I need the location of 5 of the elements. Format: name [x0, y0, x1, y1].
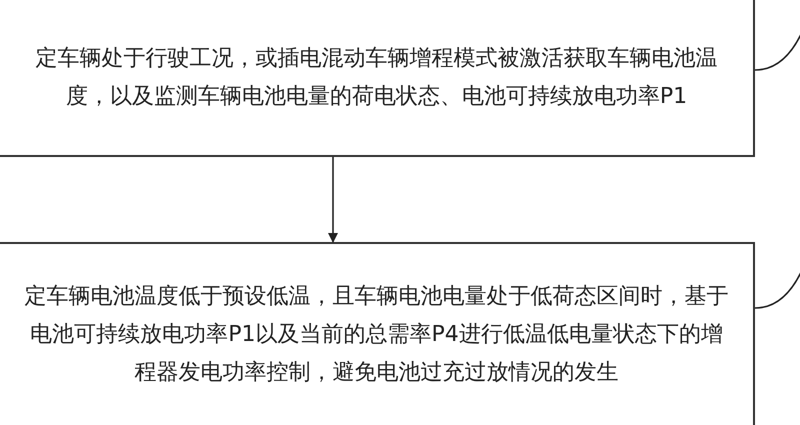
- step-text: 定车辆处于行驶工况，或插电混动车辆增程模式被激活获取车辆电池温度，以及监测车辆电池电量的荷电状态、电池可持续放电功率P1: [34, 44, 718, 110]
- arrow: [328, 157, 338, 243]
- process-box: [0, 242, 755, 425]
- step-text: 定车辆电池温度低于预设低温，且车辆电池电量处于低荷态区间时，基于电池可持续放电功率P1以及当前的总需率P4进行低温低电量状态下的增程器发电功率控制，避免电池过充过放情况的发生: [24, 283, 729, 387]
- process-box: [0, 0, 755, 157]
